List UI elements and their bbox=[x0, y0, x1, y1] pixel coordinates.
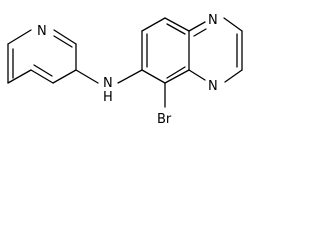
pyridine-bond-c1-n bbox=[7, 29, 32, 45]
bond-pyridine-to-nh bbox=[75, 69, 99, 84]
bromine-label: Br bbox=[157, 112, 172, 127]
pyridine-double-bond-3 bbox=[33, 64, 53, 77]
benzo-bond-c7-c8 bbox=[141, 17, 166, 32]
benzo-double-bond-3 bbox=[166, 66, 186, 79]
benzo-double-bond-2 bbox=[166, 23, 186, 35]
pyrazine-bond-n1-c2 bbox=[223, 17, 243, 32]
quinoxaline-n1-label: N bbox=[208, 13, 218, 28]
pyridine-nitrogen-label: N bbox=[37, 24, 47, 39]
atom-labels: N N H N N Br bbox=[37, 13, 218, 127]
pyridine-bond-c4-c5 bbox=[30, 69, 54, 84]
pyrazine-bond-c3-n4 bbox=[224, 69, 243, 83]
pyridine-bond-c3-c4 bbox=[52, 69, 77, 84]
quinoxaline-n4-label: N bbox=[208, 79, 218, 94]
pyrazine-bond-n4-c4a bbox=[188, 69, 206, 81]
benzo-bond-c8-c8a bbox=[164, 17, 190, 32]
pyridine-double-bond-2 bbox=[53, 35, 73, 48]
amine-nitrogen-label: N bbox=[103, 76, 113, 91]
bond-nh-to-quinoxaline bbox=[117, 69, 143, 84]
amine-hydrogen-label: H bbox=[103, 90, 113, 105]
pyrazine-double-bond-2 bbox=[193, 28, 207, 37]
benzo-bond-c4a-c5 bbox=[164, 69, 190, 84]
pyrazine-bond-c8a-n1 bbox=[188, 21, 206, 32]
benzo-bond-c5-c6 bbox=[141, 69, 166, 84]
bonds bbox=[7, 17, 243, 108]
pyridine-bond-c5-c6 bbox=[7, 69, 32, 84]
pyridine-bond-n-c2 bbox=[53, 29, 77, 45]
molecule-structure-diagram: N N H N N Br bbox=[7, 13, 243, 127]
